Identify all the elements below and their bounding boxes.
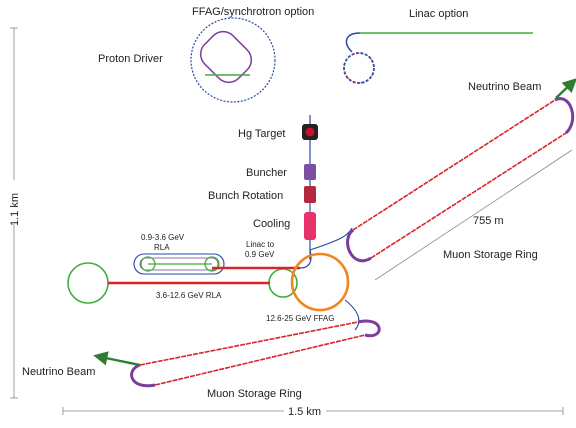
linac-option-label: Linac option: [409, 8, 468, 20]
height-dim-label: 1.1 km: [9, 193, 21, 226]
muon-ring-bottom: [93, 319, 381, 388]
ffag-synchrotron-option: [190, 17, 276, 103]
bunch-rotation-label: Bunch Rotation: [208, 190, 283, 202]
rla-high-label: 3.6-12.6 GeV RLA: [156, 291, 222, 300]
linac-energy-label: 0.9 GeV: [245, 250, 275, 259]
cooling-block: [304, 212, 316, 240]
cooling-label: Cooling: [253, 218, 290, 230]
rla-low-line1: 0.9-3.6 GeV: [141, 233, 185, 242]
front-end-column: [302, 115, 318, 260]
linac-option: [343, 32, 533, 84]
neutrino-beam-bottom-label: Neutrino Beam: [22, 366, 95, 378]
rla-low-line2: RLA: [154, 243, 170, 252]
rla-high: [67, 262, 300, 304]
proton-driver-label: Proton Driver: [98, 53, 163, 65]
linac-to-label: Linac to: [246, 240, 275, 249]
ffag-label: 12.6-25 GeV FFAG: [266, 314, 334, 323]
rla-low: [133, 253, 225, 275]
width-dim-label: 1.5 km: [288, 406, 321, 418]
width-dimension: [62, 404, 564, 418]
bunch-rotation-block: [304, 186, 316, 203]
buncher-label: Buncher: [246, 167, 287, 179]
distance-755-label: 755 m: [473, 215, 504, 227]
ffag-option-label: FFAG/synchrotron option: [192, 6, 314, 18]
muon-ring-bottom-label: Muon Storage Ring: [207, 388, 302, 400]
buncher-block: [304, 164, 316, 180]
height-dimension: [6, 27, 22, 399]
neutrino-beam-top-label: Neutrino Beam: [468, 81, 541, 93]
muon-ring-right: [346, 78, 576, 281]
muon-ring-right-label: Muon Storage Ring: [443, 249, 538, 261]
hg-target-label: Hg Target: [238, 128, 286, 140]
